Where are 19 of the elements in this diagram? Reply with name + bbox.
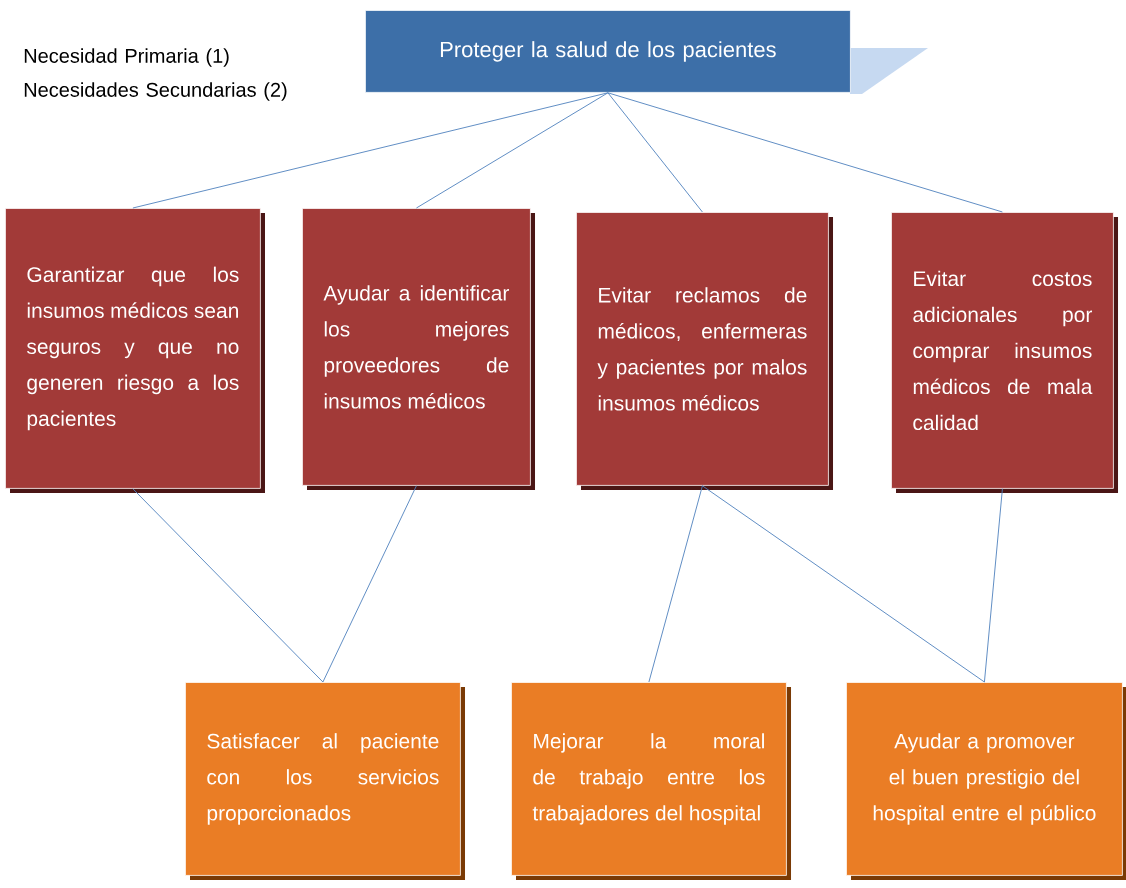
connector-line bbox=[132, 92, 609, 209]
connector-line bbox=[132, 488, 324, 683]
process-box: Ayudar a identificar los mejores proveedores de insumos médicos bbox=[302, 208, 535, 490]
connector-line bbox=[607, 92, 703, 213]
connector-line bbox=[648, 485, 703, 683]
process-box: Evitar costos adicionales por comprar insumos médicos de mala calidad bbox=[891, 212, 1118, 493]
title-box: Proteger la salud de los pacientes bbox=[365, 10, 928, 94]
process-box: Ayudar a promover el buen prestigio del hospital entre el público bbox=[846, 682, 1126, 880]
legend-text: Necesidades Secundarias (2) bbox=[24, 82, 287, 101]
connector-line bbox=[983, 488, 1003, 683]
process-box: Mejorar la moral de trabajo entre los trabajadores del hospital bbox=[511, 682, 791, 880]
process-box: Garantizar que los insumos médicos sean seguros y que no generen riesgo a los pacientes bbox=[5, 208, 265, 493]
connector-line bbox=[415, 92, 609, 209]
process-box: Satisfacer al paciente con los servicios proporcionados bbox=[185, 682, 465, 880]
connector-line bbox=[607, 92, 1003, 213]
connector-line bbox=[701, 485, 985, 683]
connector-line bbox=[322, 485, 417, 683]
legend-text: Necesidad Primaria (1) bbox=[24, 48, 229, 67]
process-box: Evitar reclamos de médicos, enfermeras y pacientes por malos insumos médicos bbox=[576, 212, 833, 490]
